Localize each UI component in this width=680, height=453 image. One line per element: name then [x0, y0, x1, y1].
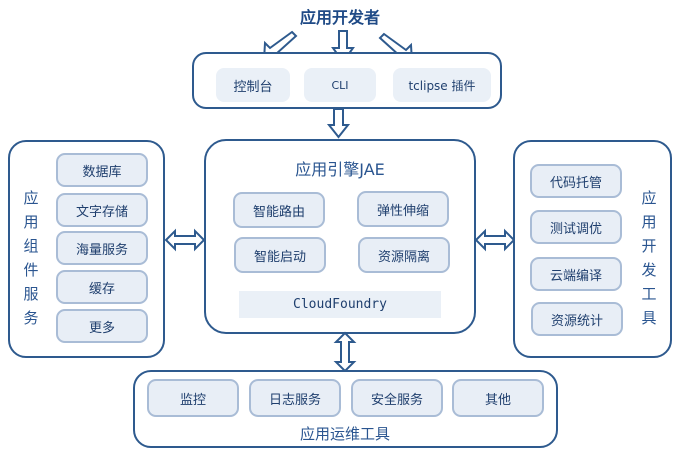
- developer-label: 应用开发者: [299, 8, 380, 27]
- bidirectional-arrow-left-icon: [164, 228, 206, 252]
- ops-tool-monitoring[interactable]: 监控: [147, 379, 239, 417]
- ops-tools-title: 应用运维工具: [299, 425, 390, 443]
- access-item-console[interactable]: 控制台: [216, 68, 290, 102]
- engine-feature-smart-startup[interactable]: 智能启动: [234, 237, 326, 273]
- component-services-title: 应用组件服务: [23, 189, 39, 327]
- bidirectional-arrow-bottom-icon: [333, 331, 357, 373]
- ops-tool-other[interactable]: 其他: [452, 379, 544, 417]
- dev-tool-testing[interactable]: 测试调优: [530, 210, 622, 244]
- engine-title: 应用引擎JAE: [295, 160, 385, 179]
- dev-tool-cloud-compile[interactable]: 云端编译: [530, 257, 622, 291]
- component-item-more[interactable]: 更多: [56, 309, 148, 343]
- ops-tool-security-service[interactable]: 安全服务: [351, 379, 443, 417]
- access-item-cli[interactable]: CLI: [304, 68, 376, 102]
- dev-tools-title: 应用开发工具: [641, 189, 657, 327]
- ops-tool-log-service[interactable]: 日志服务: [249, 379, 341, 417]
- engine-feature-elastic-scaling[interactable]: 弹性伸缩: [357, 191, 449, 227]
- engine-feature-smart-routing[interactable]: 智能路由: [233, 192, 325, 228]
- component-item-storage[interactable]: 文字存储: [56, 193, 148, 227]
- dev-tool-resource-stats[interactable]: 资源统计: [531, 302, 623, 336]
- engine-platform: CloudFoundry: [239, 291, 441, 318]
- arrow-to-engine-icon: [326, 108, 351, 139]
- bidirectional-arrow-right-icon: [474, 228, 516, 252]
- component-item-cache[interactable]: 缓存: [56, 270, 148, 304]
- component-item-mass-service[interactable]: 海量服务: [56, 231, 148, 265]
- access-item-plugin[interactable]: tclipse 插件: [393, 68, 491, 102]
- component-item-database[interactable]: 数据库: [56, 153, 148, 187]
- engine-feature-resource-isolation[interactable]: 资源隔离: [358, 237, 450, 273]
- dev-tool-code-hosting[interactable]: 代码托管: [530, 164, 622, 198]
